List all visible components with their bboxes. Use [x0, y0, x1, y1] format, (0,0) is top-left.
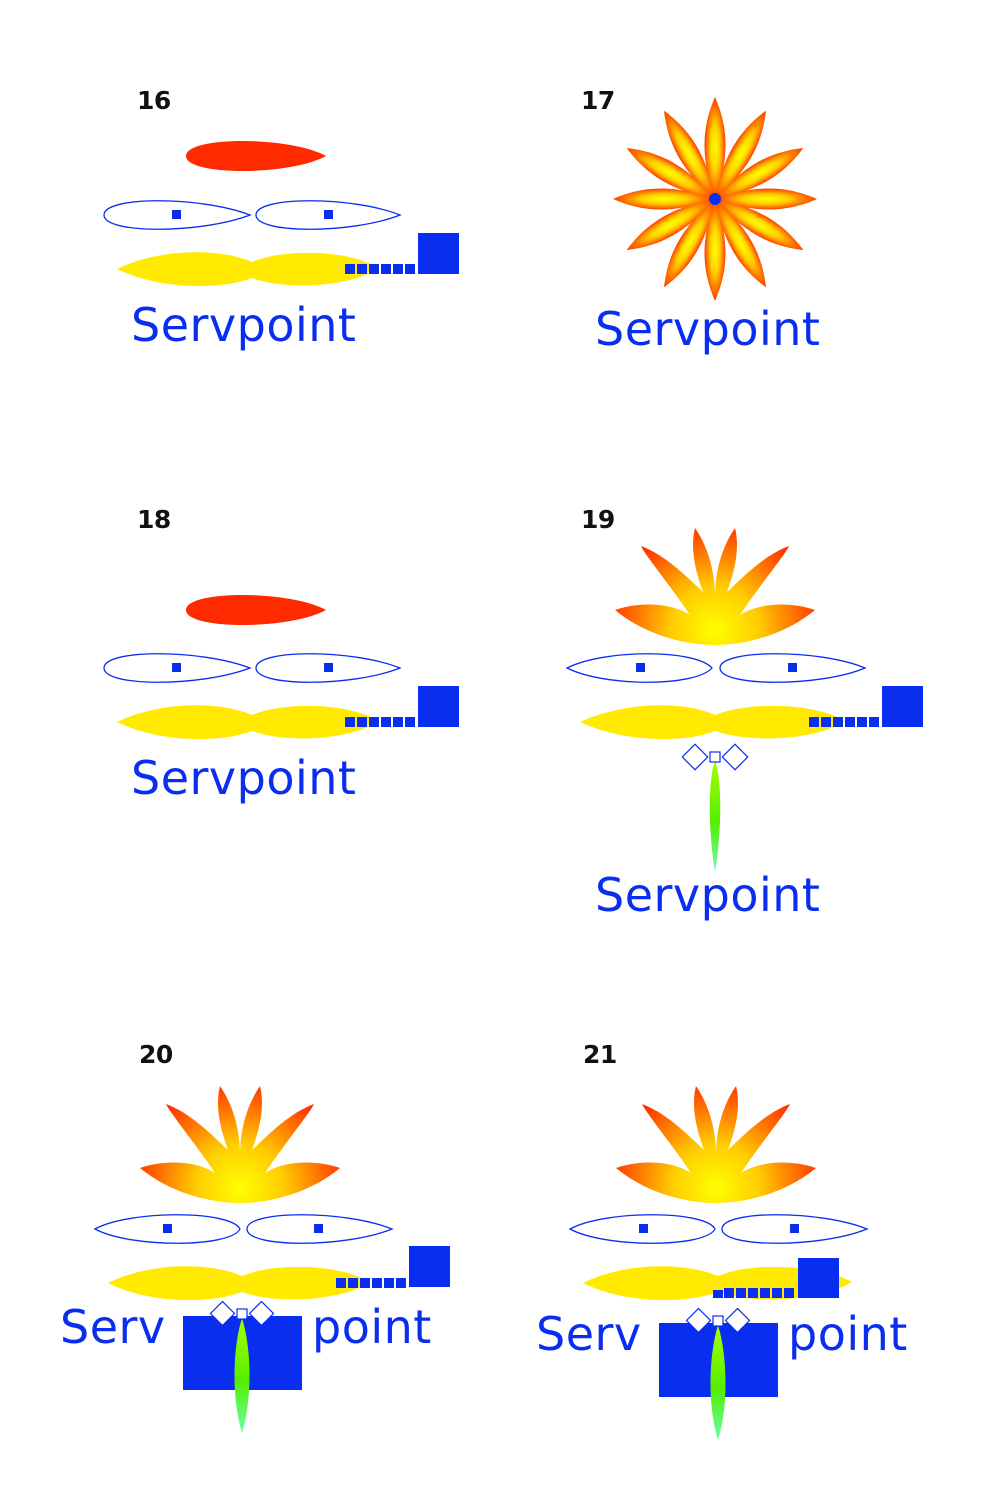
left-pupil [163, 1224, 172, 1233]
bow-tie [685, 1307, 751, 1334]
yellow-wings [108, 1266, 370, 1301]
variant-number: 21 [583, 1040, 617, 1069]
wordmark-left: Serv [60, 1300, 166, 1354]
right-eye-outline [255, 200, 402, 230]
square-tail [809, 686, 923, 727]
right-pupil [790, 1224, 799, 1233]
left-pupil [636, 663, 645, 672]
lotus-flower [615, 528, 815, 645]
left-eye-outline [103, 200, 252, 230]
logo-variant-21: 21 Serv point [500, 980, 1000, 1505]
wordmark: Servpoint [595, 868, 821, 922]
variant-number: 17 [581, 86, 615, 115]
right-pupil [314, 1224, 323, 1233]
square-tail [345, 686, 459, 727]
left-pupil [172, 663, 181, 672]
variant-number: 16 [137, 86, 171, 115]
square-tail [713, 1258, 839, 1298]
logo-mark-18 [103, 595, 459, 740]
variant-number: 20 [139, 1040, 173, 1069]
logo-variant-18: 18 Servpoint [0, 420, 500, 980]
square-tail [336, 1246, 450, 1288]
yellow-wings [117, 252, 378, 287]
logo-mark-17 [613, 97, 817, 301]
wordmark-right: point [788, 1307, 908, 1361]
right-eye-outline [719, 653, 867, 683]
logo-mark-20 [93, 1086, 450, 1433]
wordmark-left: Serv [536, 1307, 642, 1361]
red-leaf-shape [186, 595, 326, 625]
sunflower-petals [613, 97, 817, 301]
variant-number: 18 [137, 505, 171, 534]
left-eye-outline [568, 1214, 716, 1244]
wordmark: Servpoint [131, 298, 357, 352]
right-eye-outline [721, 1214, 869, 1244]
logo-mark-19 [565, 528, 923, 872]
left-eye-outline [565, 653, 713, 683]
logo-mark-16 [103, 141, 459, 287]
square-tail [345, 233, 459, 274]
bow-tie [681, 743, 749, 771]
center-dot [709, 193, 721, 205]
lotus-flower [140, 1086, 340, 1203]
left-pupil [639, 1224, 648, 1233]
right-pupil [324, 210, 333, 219]
right-pupil [324, 663, 333, 672]
lotus-flower [616, 1086, 816, 1203]
wordmark: Servpoint [595, 302, 821, 356]
wordmark-right: point [312, 1300, 432, 1354]
right-pupil [788, 663, 797, 672]
green-body [709, 760, 721, 872]
yellow-wings [117, 705, 378, 740]
logo-variant-17: 17 Servpoint [500, 0, 1000, 420]
red-leaf-shape [186, 141, 326, 171]
wordmark: Servpoint [131, 751, 357, 805]
right-eye-outline [255, 653, 402, 683]
logo-variant-19: 19 Servpoint [500, 420, 1000, 980]
variant-number: 19 [581, 505, 615, 534]
left-pupil [172, 210, 181, 219]
bow-tie [209, 1300, 275, 1327]
left-eye-outline [103, 653, 252, 683]
green-body [710, 1325, 726, 1440]
right-eye-outline [246, 1214, 394, 1244]
logo-variant-16: 16 Servpoint [0, 0, 500, 420]
logo-mark-21 [568, 1086, 869, 1440]
green-body [234, 1318, 250, 1433]
yellow-wings [580, 705, 845, 740]
left-eye-outline [93, 1214, 241, 1244]
logo-variant-20: 20 Serv point [0, 980, 500, 1505]
